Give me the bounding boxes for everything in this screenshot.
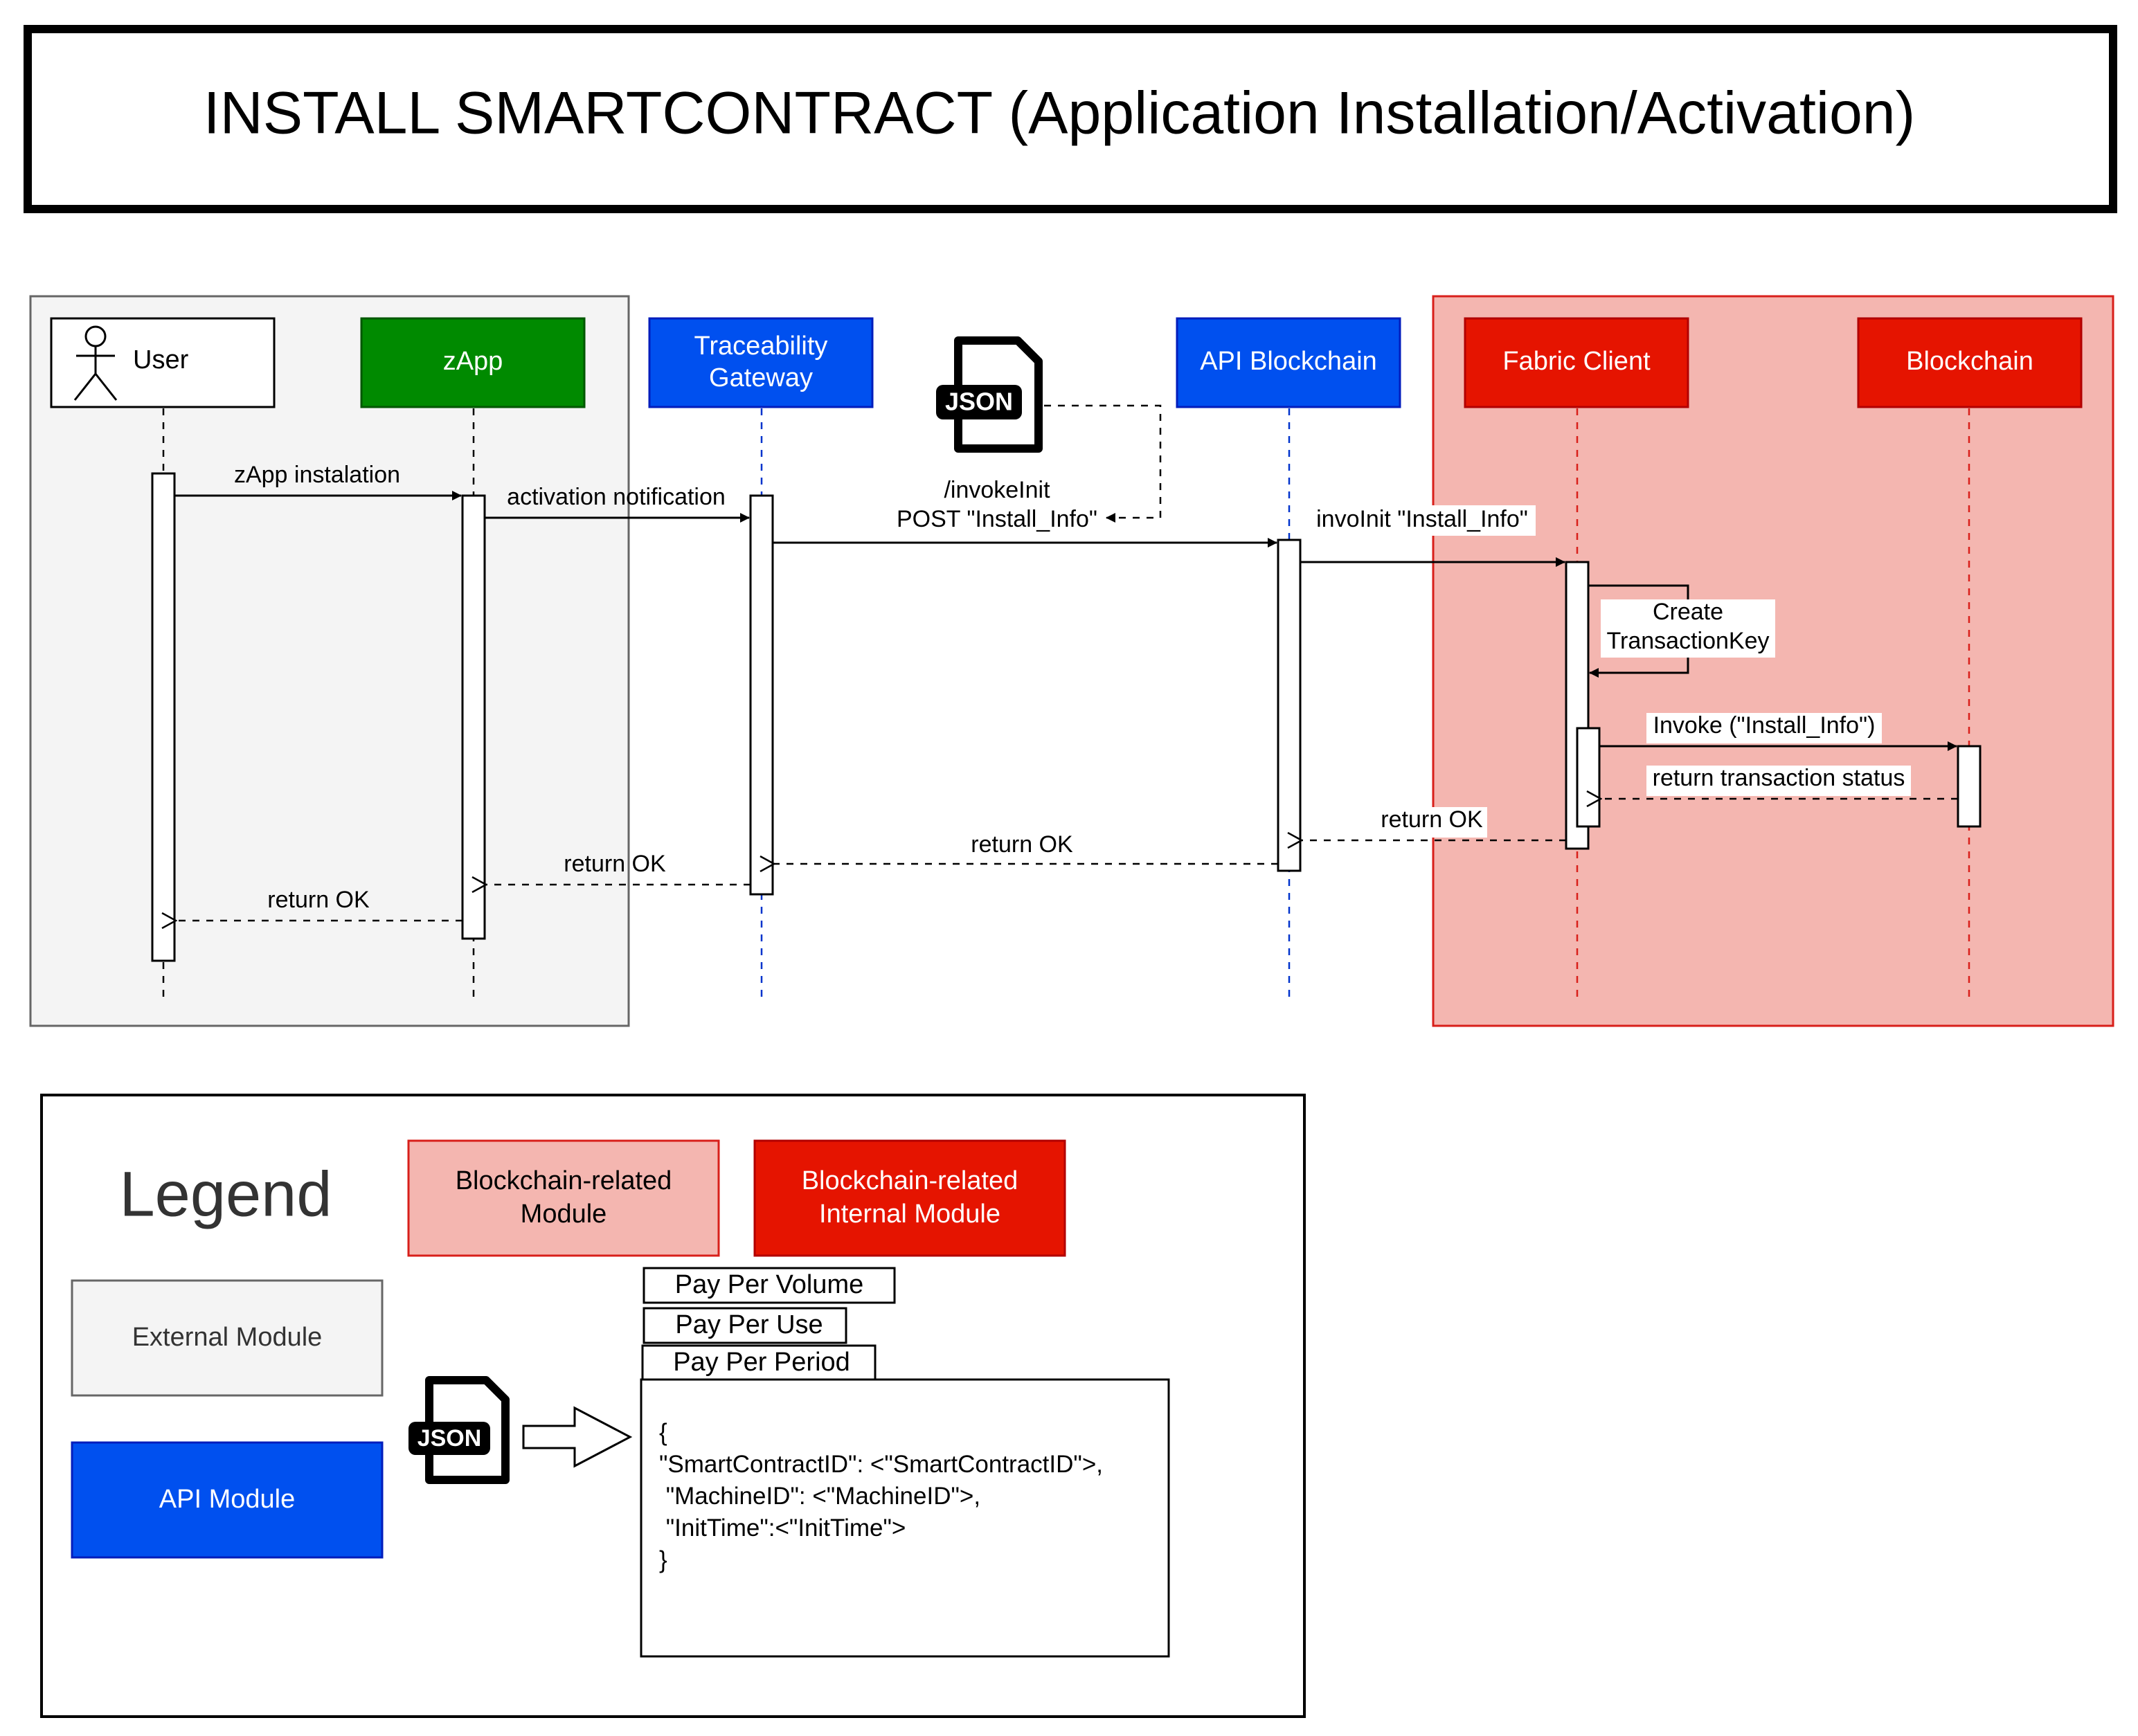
participant-gateway: Traceability Gateway: [648, 317, 874, 408]
self-message-label-line2: TransactionKey: [1607, 628, 1770, 654]
participant-label: zApp: [443, 347, 503, 376]
legend-label-line1: Blockchain-related: [802, 1166, 1018, 1195]
tab-label: Pay Per Volume: [675, 1270, 863, 1299]
json-file-icon: JSON: [936, 336, 1043, 453]
participant-user: User: [50, 317, 276, 408]
block-arrow-icon: [522, 1406, 633, 1468]
tab-label: Pay Per Period: [673, 1348, 850, 1377]
tab-pay-per-period: Pay Per Period: [641, 1344, 877, 1382]
legend-external-module: External Module: [71, 1279, 384, 1397]
message-label: return OK: [564, 851, 666, 877]
activation-user: [151, 472, 176, 962]
participant-blockchain: Blockchain: [1857, 317, 2083, 408]
tab-pay-per-use: Pay Per Use: [643, 1307, 847, 1344]
label-bg: [1309, 505, 1536, 536]
activation-zapp: [461, 494, 486, 940]
activation-gateway: [749, 494, 774, 896]
activation-fabric-nested: [1576, 727, 1601, 828]
participant-fabric: Fabric Client: [1464, 317, 1689, 408]
label-bg: [1601, 599, 1775, 658]
json-file-icon-legend: JSON: [408, 1376, 510, 1484]
legend-blockchain-module: Blockchain-related Module: [407, 1139, 720, 1257]
legend-internal-module: Blockchain-related Internal Module: [753, 1139, 1066, 1257]
json-schema-box: [640, 1378, 1170, 1658]
participant-label: Blockchain: [1906, 347, 2033, 376]
external-group: [29, 295, 630, 1027]
message-label-line1: /invokeInit: [944, 477, 1050, 503]
json-icon-label: JSON: [945, 388, 1013, 416]
json-schema-text: { "SmartContractID": <"SmartContractID">…: [659, 1419, 1103, 1573]
participant-label-line1: Traceability: [694, 332, 828, 361]
blockchain-group: [1432, 295, 2114, 1027]
message-label: activation notification: [507, 484, 726, 510]
message-label: return OK: [971, 831, 1073, 858]
legend-label: API Module: [159, 1485, 295, 1514]
self-message-label-line1: Create: [1653, 599, 1723, 625]
activation-api: [1277, 539, 1302, 872]
json-connector: [1044, 404, 1162, 523]
message-label: return OK: [1381, 806, 1483, 833]
title-box: [24, 25, 2117, 213]
message-label: return transaction status: [1653, 765, 1905, 791]
legend-label-line2: Module: [521, 1200, 607, 1229]
legend-title: Legend: [120, 1159, 332, 1229]
label-bg: [1646, 766, 1911, 796]
participant-label: API Blockchain: [1200, 347, 1377, 376]
participant-label: Fabric Client: [1502, 347, 1651, 376]
activation-blockchain: [1957, 745, 1982, 828]
message-label: return OK: [267, 887, 370, 913]
legend-label-line2: Internal Module: [819, 1200, 1000, 1229]
legend-api-module: API Module: [71, 1441, 384, 1559]
actor-icon: [73, 325, 118, 401]
legend-label: External Module: [132, 1323, 323, 1352]
participant-zapp: zApp: [360, 317, 586, 408]
message-label: invoInit "Install_Info": [1316, 506, 1528, 532]
participant-label: User: [133, 345, 189, 374]
label-bg: [1646, 713, 1882, 743]
json-icon-label: JSON: [417, 1425, 482, 1452]
tab-pay-per-volume: Pay Per Volume: [643, 1267, 896, 1304]
message-label: zApp instalation: [234, 462, 400, 488]
label-bg: [1376, 807, 1487, 838]
legend-label-line1: Blockchain-related: [456, 1166, 672, 1195]
participant-label-line2: Gateway: [709, 363, 813, 392]
participant-api: API Blockchain: [1176, 317, 1401, 408]
tab-label: Pay Per Use: [675, 1310, 823, 1339]
message-label-line2: POST "Install_Info": [897, 506, 1097, 532]
message-label: Invoke ("Install_Info"): [1653, 712, 1876, 739]
page-title: INSTALL SMARTCONTRACT (Application Insta…: [204, 80, 1916, 147]
